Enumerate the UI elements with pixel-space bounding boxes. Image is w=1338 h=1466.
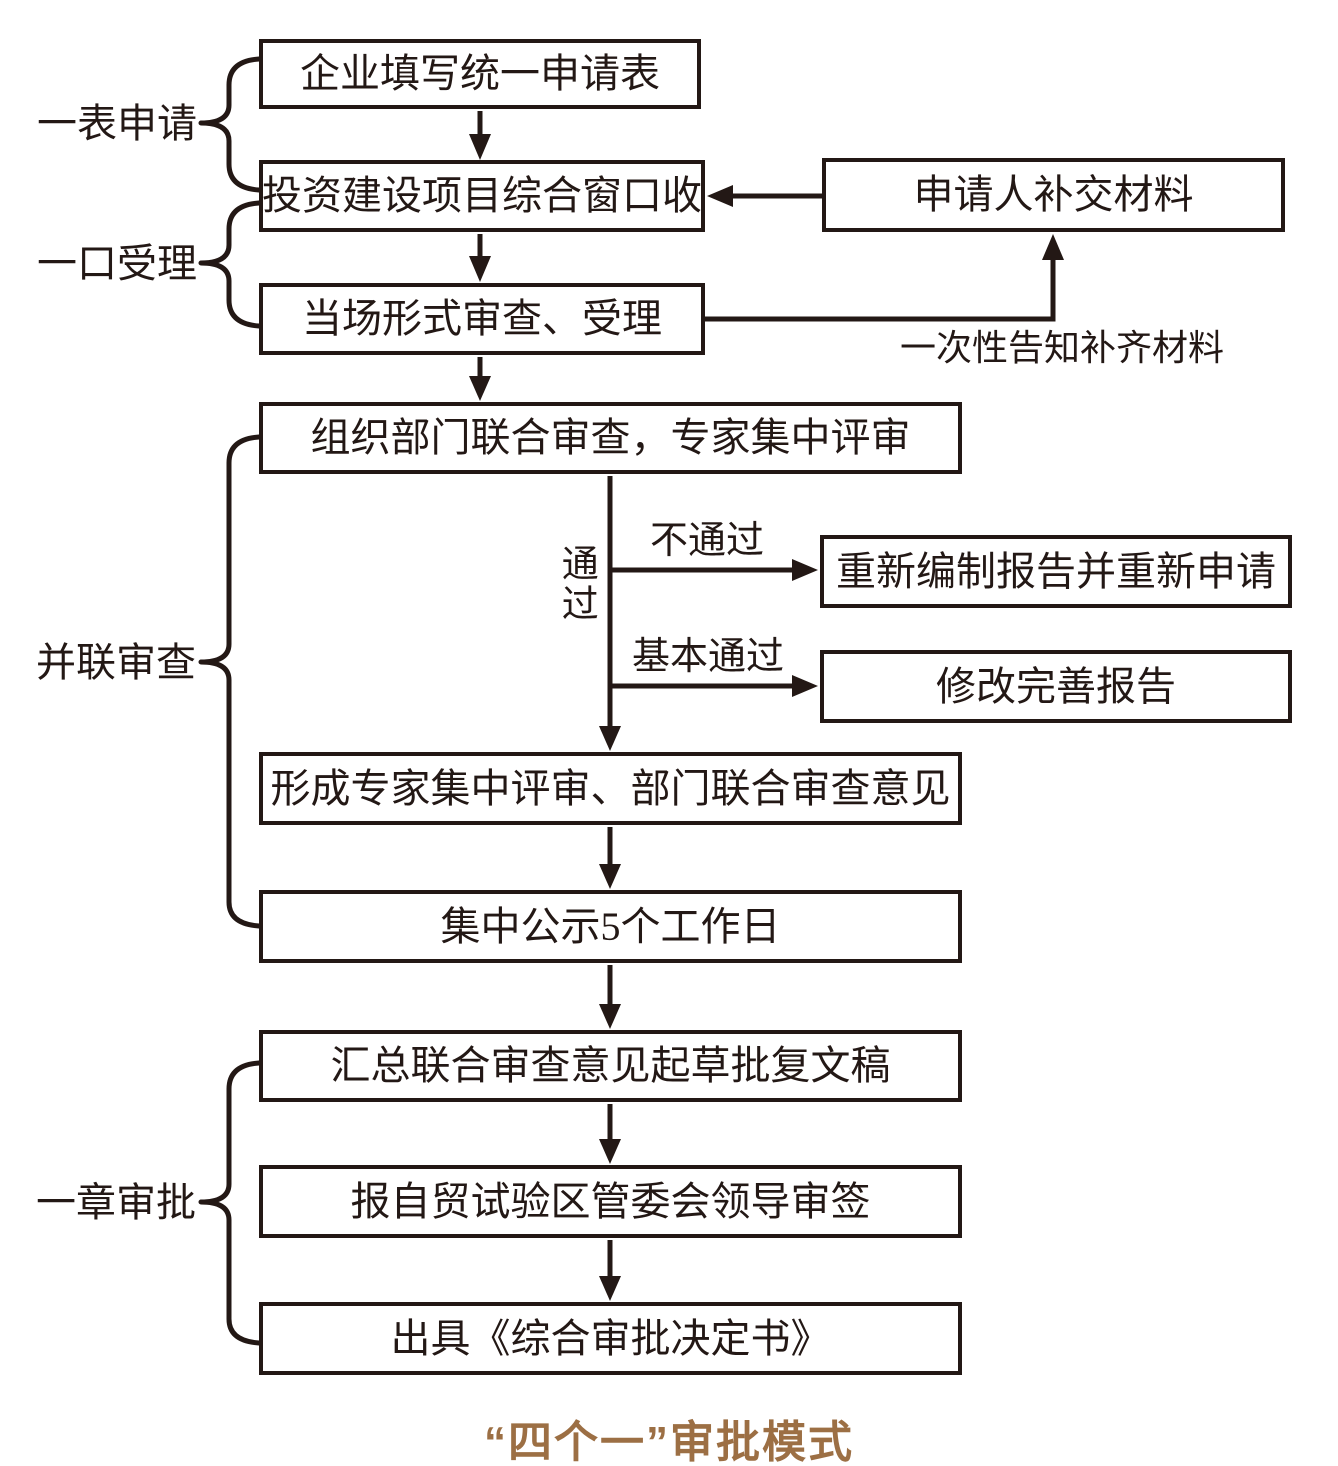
stage-label-one-seal: 一章审批 <box>36 1180 196 1225</box>
arrow-leadersign-to-decision <box>599 1240 621 1301</box>
box-supplement: 申请人补交材料 <box>822 158 1285 232</box>
edge-label-fail: 不通过 <box>649 520 764 562</box>
box-leader-sign-label: 报自贸试验区管委会领导审签 <box>350 1178 871 1224</box>
arrow-formopinion-to-publicity <box>599 827 621 889</box>
box-fill-form-label: 企业填写统一申请表 <box>300 51 660 96</box>
stage-label-one-form: 一表申请 <box>37 101 197 146</box>
stage-label-parallel: 并联审查 <box>36 640 196 685</box>
box-form-opinion: 形成专家集中评审、部门联合审查意见 <box>259 752 962 825</box>
box-joint-review: 组织部门联合审查，专家集中评审 <box>259 402 962 474</box>
brace-one-port <box>198 200 262 329</box>
brace-one-form <box>198 56 262 193</box>
box-redo-report-label: 重新编制报告并重新申请 <box>836 548 1276 594</box>
box-draft-reply-label: 汇总联合审查意见起草批复文稿 <box>330 1043 891 1088</box>
diagram-caption: “四个一”审批模式 <box>484 1418 854 1466</box>
box-revise-report-label: 修改完善报告 <box>936 663 1176 709</box>
box-redo-report: 重新编制报告并重新申请 <box>820 535 1292 608</box>
box-decision: 出具《综合审批决定书》 <box>259 1302 962 1375</box>
stage-label-one-port: 一口受理 <box>37 241 197 286</box>
box-onsite-review: 当场形式审查、受理 <box>259 283 705 355</box>
box-publicity: 集中公示5个工作日 <box>259 890 962 963</box>
box-window-receive: 投资建设项目综合窗口收 <box>259 160 705 232</box>
box-draft-reply: 汇总联合审查意见起草批复文稿 <box>259 1030 962 1102</box>
box-form-opinion-label: 形成专家集中评审、部门联合审查意见 <box>270 765 951 811</box>
edge-label-pass: 通过 <box>555 544 597 624</box>
box-joint-review-label: 组织部门联合审查，专家集中评审 <box>310 415 911 460</box>
box-decision-label: 出具《综合审批决定书》 <box>390 1315 831 1361</box>
box-supplement-label: 申请人补交材料 <box>913 172 1194 217</box>
edge-label-basic-pass: 基本通过 <box>631 636 784 678</box>
box-window-receive-label: 投资建设项目综合窗口收 <box>262 173 702 218</box>
box-revise-report: 修改完善报告 <box>820 650 1292 723</box>
arrow-onsite-to-supplement <box>705 234 1064 322</box>
box-leader-sign: 报自贸试验区管委会领导审签 <box>259 1165 962 1238</box>
box-publicity-label: 集中公示5个工作日 <box>440 903 781 949</box>
brace-one-seal <box>198 1060 262 1346</box>
brace-parallel <box>198 434 262 929</box>
arrow-window-to-onsite <box>469 234 491 282</box>
arrow-fillform-to-window <box>469 111 491 160</box>
arrow-onsite-to-jointreview <box>469 357 491 401</box>
box-onsite-review-label: 当场形式审查、受理 <box>302 296 662 341</box>
arrow-supplement-to-window <box>707 185 822 207</box>
arrow-jointreview-to-formopinion <box>599 476 621 751</box>
arrow-draft-to-leadersign <box>599 1104 621 1164</box>
edge-label-one-time-notice: 一次性告知补齐材料 <box>899 328 1224 368</box>
arrow-publicity-to-draft <box>599 965 621 1029</box>
box-fill-form: 企业填写统一申请表 <box>259 39 701 109</box>
